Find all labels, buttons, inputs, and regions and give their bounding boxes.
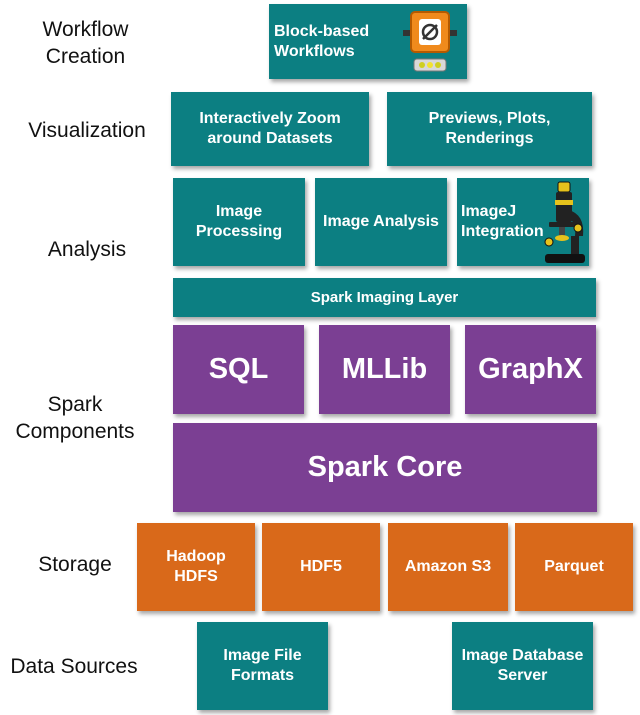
layer-label-data-sources: Data Sources	[10, 655, 138, 678]
image-analysis-label: Image Analysis	[323, 213, 439, 230]
knime-node-icon	[403, 11, 457, 72]
graphx-label: GraphX	[478, 353, 583, 385]
spark-imaging-layer-box: Spark Imaging Layer	[173, 278, 596, 317]
previews-plots-box: Previews, Plots, Renderings	[387, 92, 592, 166]
graphx-box: GraphX	[465, 325, 596, 414]
block-based-workflows-label: Block-based Workflows	[274, 22, 370, 60]
mllib-label: MLLib	[341, 353, 428, 385]
image-processing-box: Image Processing	[173, 178, 305, 266]
imagej-integration-label: ImageJ Integration	[461, 203, 544, 240]
hadoop-hdfs-box: Hadoop HDFS	[137, 523, 255, 611]
parquet-label: Parquet	[544, 558, 604, 575]
image-database-server-label: Image Database Server	[461, 647, 584, 684]
layer-label-visualization: Visualization	[28, 119, 146, 142]
amazon-s3-label: Amazon S3	[404, 558, 492, 575]
layer-label-spark-components: Spark Components	[15, 393, 135, 443]
sql-box: SQL	[173, 325, 304, 414]
image-file-formats-box: Image File Formats	[197, 622, 328, 710]
hadoop-hdfs-label: Hadoop HDFS	[166, 548, 226, 585]
previews-plots-label: Previews, Plots, Renderings	[428, 110, 551, 147]
mllib-box: MLLib	[319, 325, 450, 414]
spark-core-box: Spark Core	[173, 423, 597, 512]
interactive-zoom-box: Interactively Zoom around Datasets	[171, 92, 369, 166]
microscope-icon	[544, 181, 585, 263]
layer-label-storage: Storage	[38, 553, 112, 576]
layer-label-analysis: Analysis	[47, 238, 127, 261]
parquet-box: Parquet	[515, 523, 633, 611]
hdf5-box: HDF5	[262, 523, 380, 611]
spark-imaging-layer-label: Spark Imaging Layer	[310, 288, 459, 306]
interactive-zoom-label: Interactively Zoom around Datasets	[199, 110, 341, 147]
image-analysis-box: Image Analysis	[315, 178, 447, 266]
spark-core-label: Spark Core	[307, 451, 463, 483]
hdf5-label: HDF5	[300, 558, 342, 575]
amazon-s3-box: Amazon S3	[388, 523, 508, 611]
image-processing-label: Image Processing	[195, 203, 283, 240]
layer-label-workflow-creation: Workflow Creation	[42, 18, 129, 68]
sql-label: SQL	[208, 353, 269, 385]
image-file-formats-label: Image File Formats	[223, 647, 302, 684]
image-database-server-box: Image Database Server	[452, 622, 593, 710]
